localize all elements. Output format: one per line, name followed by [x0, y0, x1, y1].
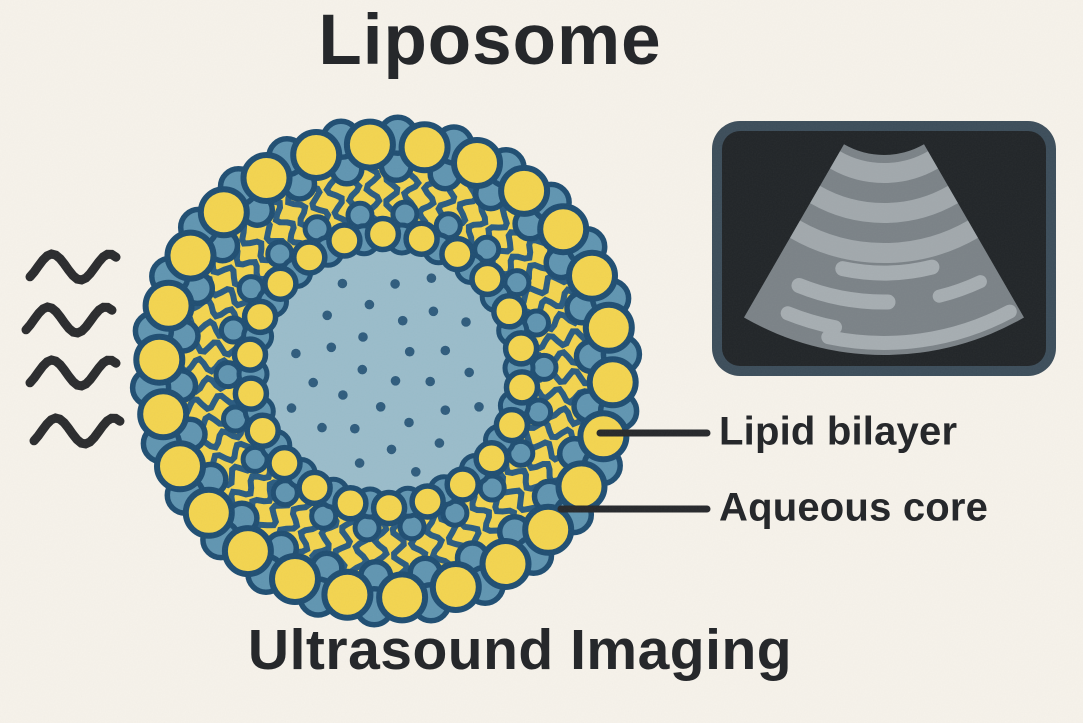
- caption-ultrasound-imaging: Ultrasound Imaging: [247, 618, 793, 682]
- label-lipid-bilayer: Lipid bilayer: [719, 409, 958, 454]
- page-title: Liposome: [318, 1, 662, 80]
- label-aqueous-core: Aqueous core: [719, 485, 989, 530]
